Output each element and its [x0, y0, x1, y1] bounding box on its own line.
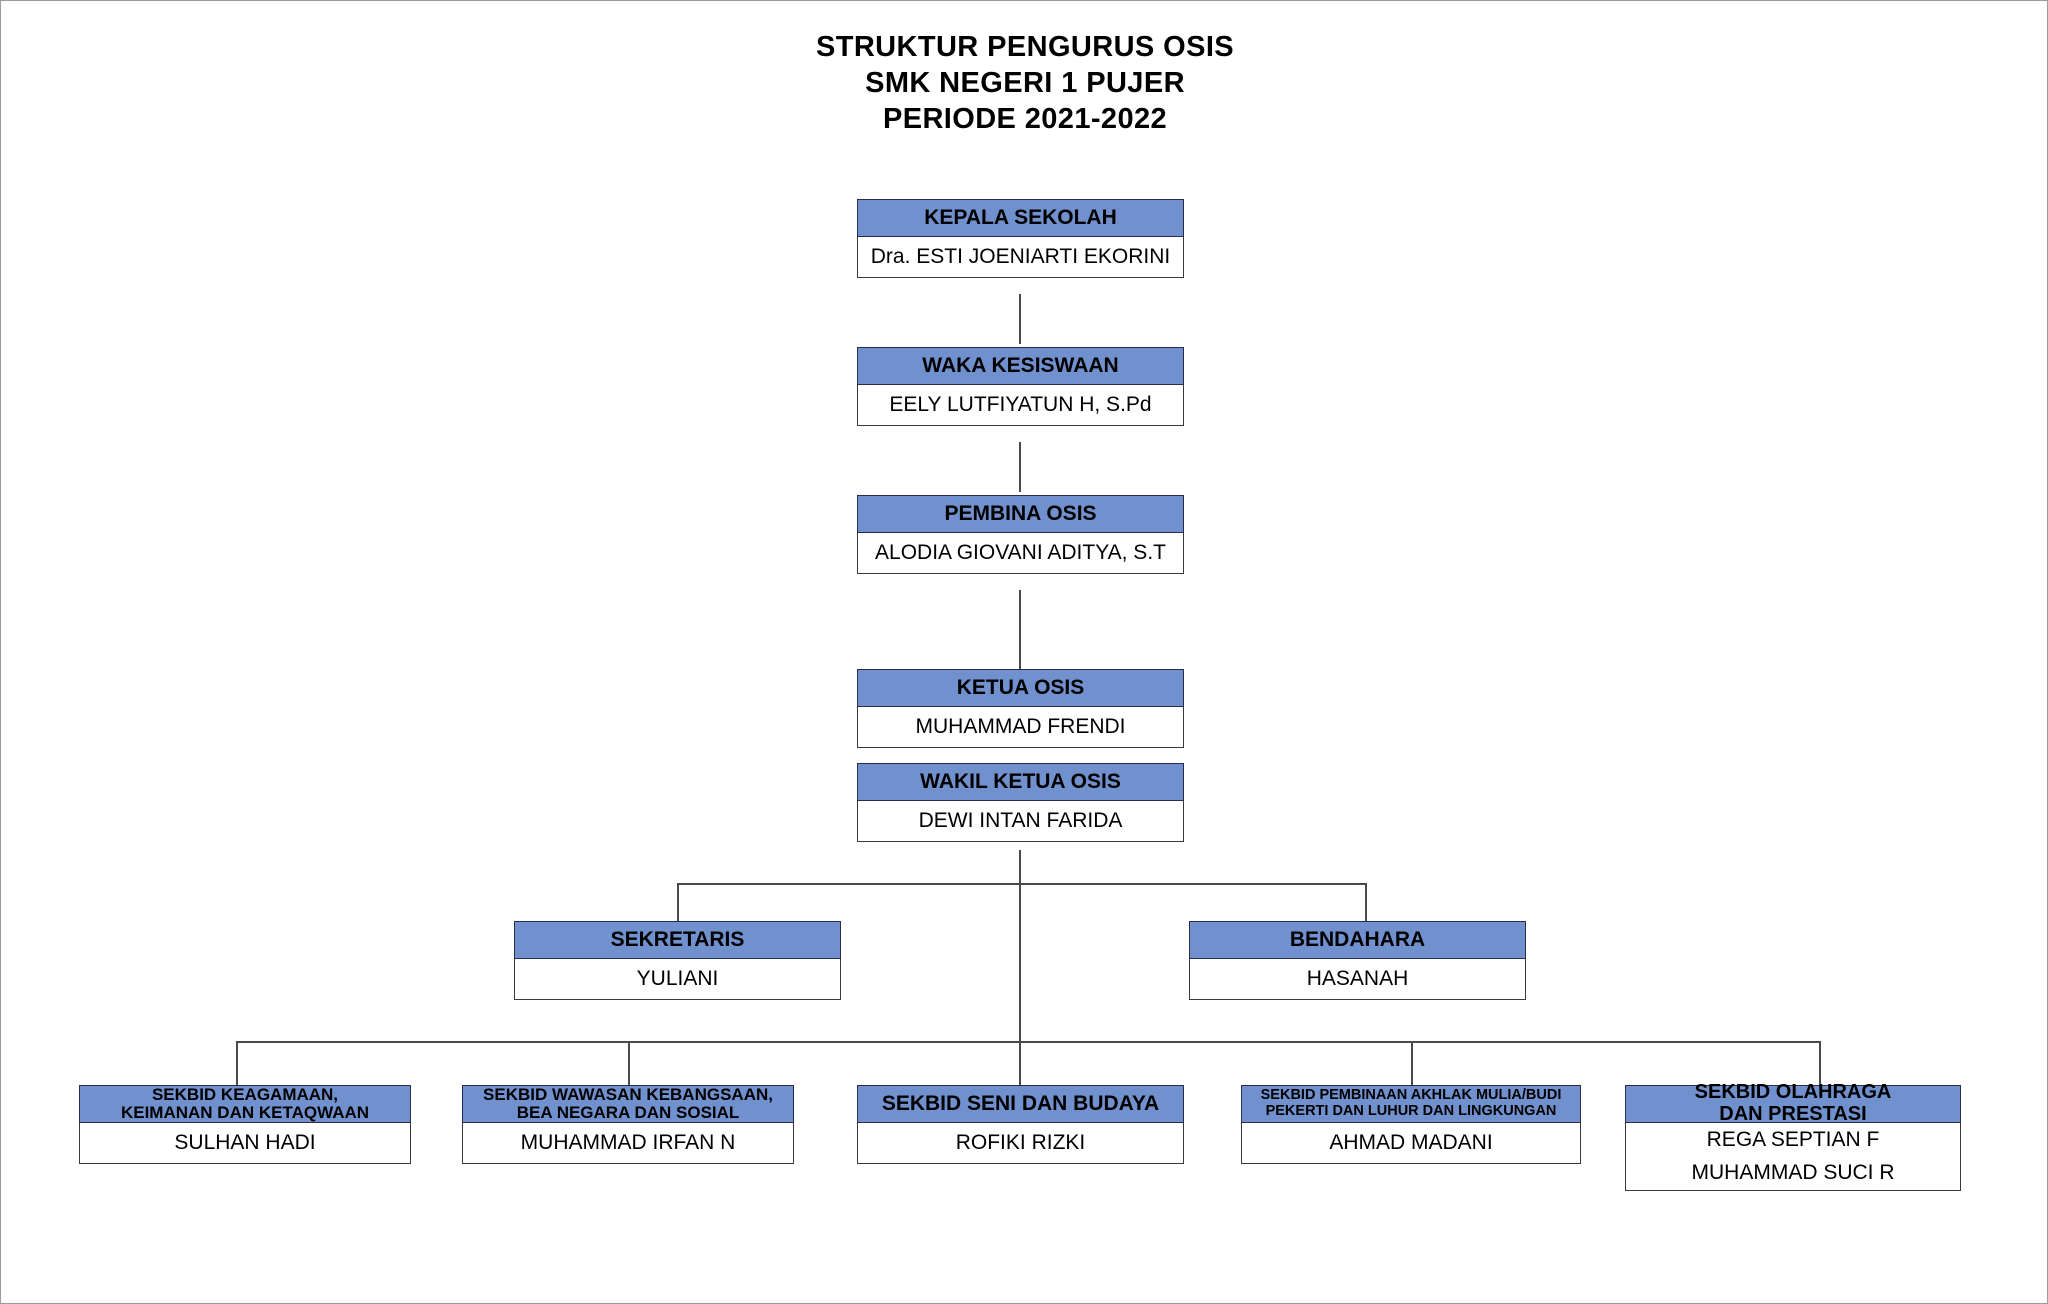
node-sekbid-seni-budaya-body: ROFIKI RIZKI: [857, 1123, 1184, 1164]
node-sekbid-olahraga-role: SEKBID OLAHRAGA DAN PRESTASI: [1625, 1081, 1961, 1125]
node-bendahara-name: HASANAH: [1306, 966, 1409, 990]
node-sekbid-wawasan-kebangsaan-name: MUHAMMAD IRFAN N: [520, 1130, 736, 1154]
node-sekbid-wawasan-kebangsaan-role-line-1: SEKBID WAWASAN KEBANGSAAN,: [483, 1084, 773, 1104]
node-wakil-ketua-osis-name: DEWI INTAN FARIDA: [918, 808, 1123, 832]
title-line-3: PERIODE 2021-2022: [882, 103, 1168, 135]
connector-drop-sekretaris: [677, 883, 679, 921]
node-ketua-osis-name: MUHAMMAD FRENDI: [915, 714, 1126, 738]
connector-drop-sekbid-keagamaan: [236, 1041, 238, 1085]
connector-kepala-to-waka: [1019, 294, 1021, 344]
node-pembina-osis-name: ALODIA GIOVANI ADITYA, S.T: [875, 540, 1166, 564]
node-sekretaris-role: SEKRETARIS: [514, 921, 841, 959]
node-sekbid-akhlak-mulia-name: AHMAD MADANI: [1329, 1130, 1493, 1154]
node-sekbid-akhlak-mulia-role: SEKBID PEMBINAAN AKHLAK MULIA/BUDI PEKER…: [1241, 1085, 1581, 1123]
node-bendahara[interactable]: BENDAHARA HASANAH: [1189, 921, 1526, 1000]
node-sekretaris-name: YULIANI: [636, 966, 719, 990]
title-line-2: SMK NEGERI 1 PUJER: [865, 67, 1185, 99]
node-waka-kesiswaan-name: EELY LUTFIYATUN H, S.Pd: [889, 392, 1152, 416]
node-pembina-osis[interactable]: PEMBINA OSIS ALODIA GIOVANI ADITYA, S.T: [857, 495, 1184, 574]
node-kepala-sekolah-body: Dra. ESTI JOENIARTI EKORINI: [857, 237, 1184, 278]
connector-bus-sekretaris-bendahara: [677, 883, 1367, 885]
node-bendahara-body: HASANAH: [1189, 959, 1526, 1000]
node-sekretaris-body: YULIANI: [514, 959, 841, 1000]
node-sekbid-akhlak-mulia-role-line-2: PEKERTI DAN LUHUR DAN LINGKUNGAN: [1265, 1103, 1557, 1119]
node-sekbid-keagamaan-body: SULHAN HADI: [79, 1123, 411, 1164]
node-ketua-osis-role: KETUA OSIS: [857, 669, 1184, 707]
node-bendahara-role: BENDAHARA: [1189, 921, 1526, 959]
node-pembina-osis-role: PEMBINA OSIS: [857, 495, 1184, 533]
node-sekbid-keagamaan[interactable]: SEKBID KEAGAMAAN, KEIMANAN DAN KETAQWAAN…: [79, 1085, 411, 1164]
node-sekbid-olahraga-role-line-2: DAN PRESTASI: [1719, 1103, 1867, 1125]
node-kepala-sekolah-name: Dra. ESTI JOENIARTI EKORINI: [870, 244, 1171, 268]
connector-wakil-trunk: [1019, 850, 1021, 1093]
node-sekbid-olahraga-name-2: MUHAMMAD SUCI R: [1691, 1160, 1895, 1184]
node-waka-kesiswaan-body: EELY LUTFIYATUN H, S.Pd: [857, 385, 1184, 426]
node-sekbid-akhlak-mulia-body: AHMAD MADANI: [1241, 1123, 1581, 1164]
node-sekbid-olahraga-role-line-1: SEKBID OLAHRAGA: [1694, 1081, 1892, 1104]
connector-drop-bendahara: [1365, 883, 1367, 921]
node-sekbid-olahraga[interactable]: SEKBID OLAHRAGA DAN PRESTASI REGA SEPTIA…: [1625, 1081, 1961, 1191]
node-ketua-osis[interactable]: KETUA OSIS MUHAMMAD FRENDI: [857, 669, 1184, 748]
connector-pembina-to-ketua: [1019, 590, 1021, 675]
node-sekbid-keagamaan-role: SEKBID KEAGAMAAN, KEIMANAN DAN KETAQWAAN: [79, 1085, 411, 1123]
title-line-1: STRUKTUR PENGURUS OSIS: [815, 31, 1235, 63]
node-sekbid-akhlak-mulia-role-line-1: SEKBID PEMBINAAN AKHLAK MULIA/BUDI: [1260, 1087, 1562, 1104]
connector-drop-sekbid-olahraga: [1819, 1041, 1821, 1085]
node-wakil-ketua-osis-body: DEWI INTAN FARIDA: [857, 801, 1184, 842]
node-pembina-osis-body: ALODIA GIOVANI ADITYA, S.T: [857, 533, 1184, 574]
node-kepala-sekolah-role: KEPALA SEKOLAH: [857, 199, 1184, 237]
node-sekbid-wawasan-kebangsaan-role-line-2: BEA NEGARA DAN SOSIAL: [516, 1103, 740, 1122]
node-sekbid-wawasan-kebangsaan-body: MUHAMMAD IRFAN N: [462, 1123, 794, 1164]
node-ketua-osis-body: MUHAMMAD FRENDI: [857, 707, 1184, 748]
node-waka-kesiswaan[interactable]: WAKA KESISWAAN EELY LUTFIYATUN H, S.Pd: [857, 347, 1184, 426]
node-sekbid-keagamaan-role-line-1: SEKBID KEAGAMAAN,: [151, 1084, 339, 1104]
connector-drop-sekbid-akhlak: [1411, 1041, 1413, 1085]
connector-drop-sekbid-seni: [1019, 1041, 1021, 1085]
node-sekbid-keagamaan-name: SULHAN HADI: [174, 1130, 316, 1154]
node-sekbid-seni-budaya[interactable]: SEKBID SENI DAN BUDAYA ROFIKI RIZKI: [857, 1085, 1184, 1164]
node-sekbid-wawasan-kebangsaan-role: SEKBID WAWASAN KEBANGSAAN, BEA NEGARA DA…: [462, 1085, 794, 1123]
node-sekbid-olahraga-name-1: REGA SEPTIAN F: [1706, 1128, 1880, 1152]
node-sekbid-akhlak-mulia[interactable]: SEKBID PEMBINAAN AKHLAK MULIA/BUDI PEKER…: [1241, 1085, 1581, 1164]
node-sekbid-seni-budaya-name: ROFIKI RIZKI: [955, 1130, 1086, 1154]
node-sekbid-seni-budaya-role: SEKBID SENI DAN BUDAYA: [857, 1085, 1184, 1123]
node-wakil-ketua-osis-role: WAKIL KETUA OSIS: [857, 763, 1184, 801]
node-wakil-ketua-osis[interactable]: WAKIL KETUA OSIS DEWI INTAN FARIDA: [857, 763, 1184, 842]
connector-drop-sekbid-wawasan: [628, 1041, 630, 1085]
node-kepala-sekolah[interactable]: KEPALA SEKOLAH Dra. ESTI JOENIARTI EKORI…: [857, 199, 1184, 278]
connector-waka-to-pembina: [1019, 442, 1021, 492]
node-sekbid-keagamaan-role-line-2: KEIMANAN DAN KETAQWAAN: [120, 1103, 370, 1122]
node-sekbid-wawasan-kebangsaan[interactable]: SEKBID WAWASAN KEBANGSAAN, BEA NEGARA DA…: [462, 1085, 794, 1164]
node-waka-kesiswaan-role: WAKA KESISWAAN: [857, 347, 1184, 385]
chart-title: STRUKTUR PENGURUS OSIS SMK NEGERI 1 PUJE…: [1, 29, 2047, 137]
connector-bus-sekbid: [236, 1041, 1821, 1043]
node-sekbid-olahraga-body: REGA SEPTIAN F MUHAMMAD SUCI R: [1625, 1123, 1961, 1191]
node-sekretaris[interactable]: SEKRETARIS YULIANI: [514, 921, 841, 1000]
